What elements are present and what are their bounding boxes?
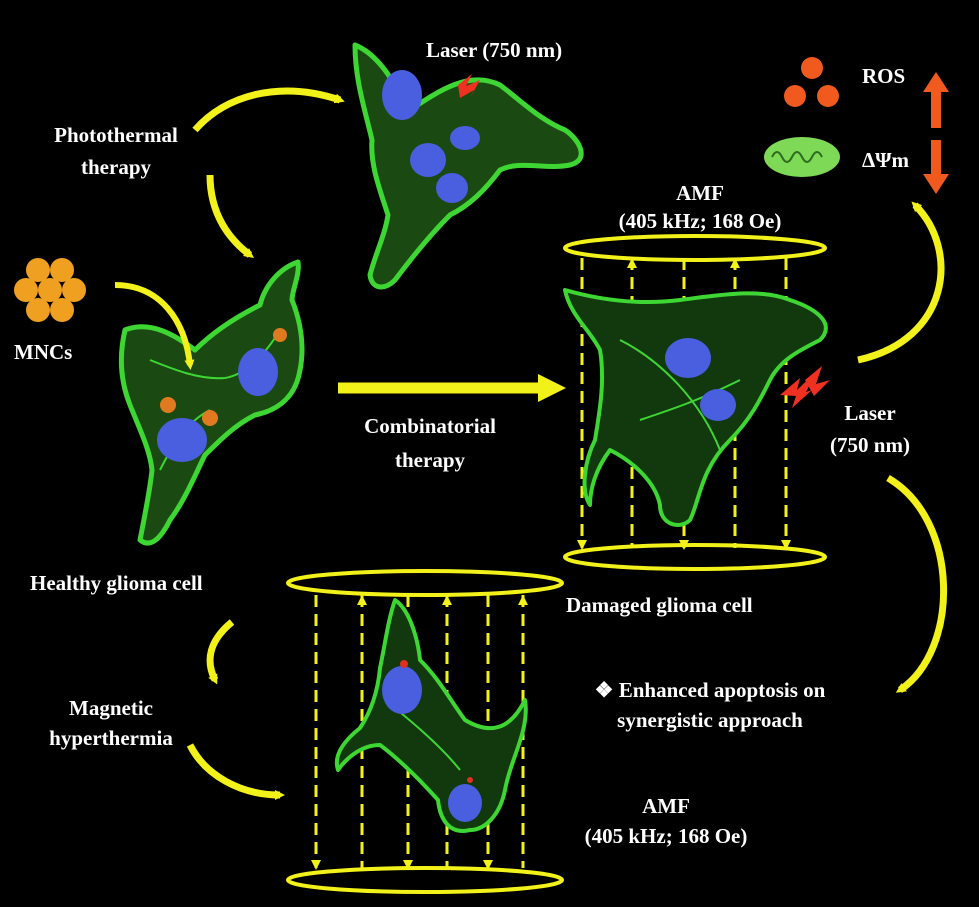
amf-top-line1: AMF <box>676 181 724 205</box>
photothermal-arrow-in <box>192 87 345 133</box>
laser-top-icon <box>458 74 480 98</box>
photothermal-line2: therapy <box>81 155 151 179</box>
amf-top-label: AMF (405 kHz; 168 Oe) <box>590 180 810 234</box>
laser-right-line2: (750 nm) <box>830 433 910 457</box>
mncs-cluster-icon <box>14 258 86 322</box>
photothermal-arrow-out <box>206 174 254 259</box>
mncs-arrow <box>114 282 195 370</box>
enhanced-apoptosis-label: ❖ Enhanced apoptosis on synergistic appr… <box>555 677 865 733</box>
amf-bottom-line1: AMF <box>642 794 690 818</box>
mncs-label: MNCs <box>14 340 73 364</box>
combinatorial-line2: therapy <box>395 448 465 472</box>
magnetic-arrow-in <box>206 619 235 685</box>
mitochondrion-icon <box>764 137 840 177</box>
combinatorial-line1: Combinatorial <box>364 414 496 438</box>
amf-top-line2: (405 kHz; 168 Oe) <box>618 209 782 233</box>
laser-top-label: Laser (750 nm) <box>426 38 563 62</box>
photothermal-line1: Photothermal <box>54 123 178 147</box>
damaged-glioma-cell <box>563 288 828 527</box>
magnetic-line2: hyperthermia <box>49 726 173 750</box>
down-arrow-icon <box>923 140 949 194</box>
arrow-to-apoptosis <box>886 474 948 693</box>
photothermal-cell <box>352 42 584 290</box>
amf-bottom-line2: (405 kHz; 168 Oe) <box>584 824 748 848</box>
enhanced-line2: synergistic approach <box>617 708 803 732</box>
up-arrow-icon <box>923 72 949 128</box>
magnetic-arrow-out <box>186 743 285 800</box>
damaged-glioma-cell-label: Damaged glioma cell <box>566 593 753 617</box>
laser-right-label: Laser (750 nm) <box>810 400 930 458</box>
magnetic-hyperthermia-label: Magnetic hyperthermia <box>36 695 186 751</box>
hyperthermia-cell <box>334 598 528 833</box>
ros-label: ROS <box>862 64 906 88</box>
healthy-glioma-cell <box>118 259 305 546</box>
ros-particles-icon <box>784 57 839 107</box>
magnetic-line1: Magnetic <box>69 696 153 720</box>
combinatorial-therapy-label: Combinatorial therapy <box>330 413 530 473</box>
amf-bottom-label: AMF (405 kHz; 168 Oe) <box>556 793 776 849</box>
arrow-to-ros <box>857 201 945 364</box>
laser-right-line1: Laser <box>844 401 896 425</box>
enhanced-line1: ❖ Enhanced apoptosis on <box>594 678 826 702</box>
delta-psi-label: ΔΨm <box>862 148 910 172</box>
photothermal-therapy-label: Photothermal therapy <box>48 122 184 180</box>
healthy-glioma-cell-label: Healthy glioma cell <box>30 571 203 595</box>
